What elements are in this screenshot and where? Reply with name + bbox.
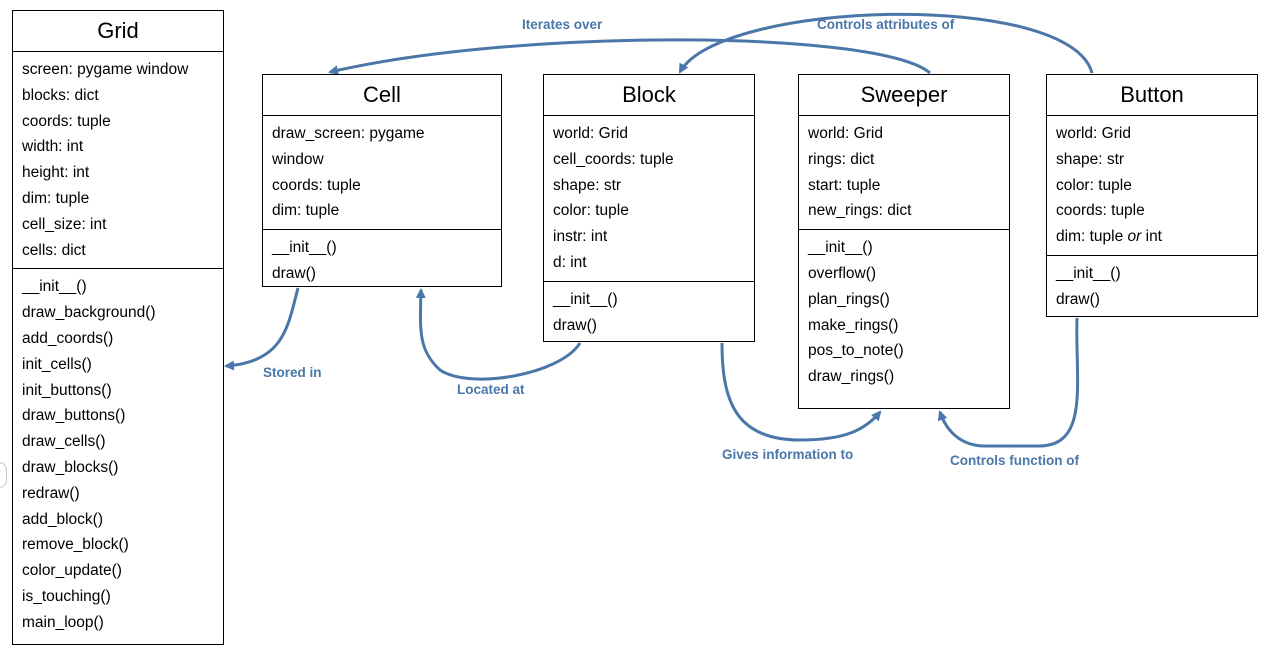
method: draw_blocks() [22,458,119,476]
attribute: world: Grid [1056,125,1131,142]
attribute: dim: tuple [272,202,340,220]
method: __init__() [272,239,337,257]
method: __init__() [22,278,87,296]
method: __init__() [1056,264,1121,282]
method: main_loop() [22,613,104,631]
method: redraw() [22,484,80,502]
methods-section: __init__() draw() [263,229,501,292]
arrow-located-at [415,288,582,381]
class-title: Grid [13,11,223,52]
attribute: color: tuple [553,202,629,220]
attributes-section: world: Grid shape: str color: tuple coor… [1047,116,1257,255]
methods-section: __init__() draw() [1047,254,1257,318]
arrow-controls-function-of [937,317,1080,448]
method: __init__() [553,290,618,308]
attribute: new_rings: dict [808,202,912,220]
class-title: Block [544,75,754,116]
method: __init__() [808,239,873,257]
attribute: cell_size: int [22,215,107,233]
method: is_touching() [22,587,111,605]
method: init_cells() [22,355,92,373]
attribute: draw_screen: pygame [272,125,425,142]
method: draw_cells() [22,433,106,451]
attribute: height: int [22,164,90,182]
method: draw() [553,316,597,334]
method: add_block() [22,510,103,528]
label-stored-in: Stored in [263,365,322,380]
class-title: Button [1047,75,1257,116]
arrow-stored-in [224,287,300,371]
attribute: world: Grid [808,125,883,142]
method: draw_buttons() [22,407,126,425]
class-button: Button world: Grid shape: str color: tup… [1046,74,1258,317]
method: make_rings() [808,316,899,334]
attribute: dim: tuple [22,189,90,207]
attribute: world: Grid [553,125,628,142]
label-controls-attributes-of: Controls attributes of [817,17,955,32]
methods-section: __init__() overflow() plan_rings() make_… [799,229,1009,395]
attribute-dim: dim: tuple or int [1056,224,1257,250]
label-gives-information-to: Gives information to [722,447,854,462]
class-block: Block world: Grid cell_coords: tuple sha… [543,74,755,342]
arrow-controls-attributes-of [678,12,1094,74]
method: draw() [1056,290,1100,308]
attribute: color: tuple [1056,176,1132,194]
attribute: screen: pygame window [22,61,189,78]
label-located-at: Located at [457,382,525,397]
attribute: coords: tuple [272,176,361,194]
method: color_update() [22,562,122,580]
attribute: window [272,150,324,168]
method: draw() [272,264,316,282]
attributes-section: world: Grid cell_coords: tuple shape: st… [544,116,754,281]
attribute: cell_coords: tuple [553,150,674,168]
attributes-section: world: Grid rings: dict start: tuple new… [799,116,1009,229]
label-iterates-over: Iterates over [522,17,603,32]
dim-suffix: int [1141,228,1162,246]
class-cell: Cell draw_screen: pygame window coords: … [262,74,502,287]
label-controls-function-of: Controls function of [950,453,1079,468]
method: draw_background() [22,304,156,322]
arrow-iterates-over [328,38,931,76]
class-grid: Grid screen: pygame window blocks: dict … [12,10,224,645]
attribute: shape: str [553,176,622,194]
attribute: start: tuple [808,176,881,194]
class-title: Cell [263,75,501,116]
methods-section: __init__() draw_background() add_coords(… [13,268,223,640]
arrow-gives-information-to [720,342,882,442]
class-title: Sweeper [799,75,1009,116]
attribute: d: int [553,253,587,271]
method: pos_to_note() [808,342,904,360]
attribute: width: int [22,138,84,156]
attribute: coords: tuple [22,112,111,130]
attribute: blocks: dict [22,86,99,104]
method: draw_rings() [808,368,895,386]
dim-prefix: dim: tuple [1056,228,1128,246]
class-sweeper: Sweeper world: Grid rings: dict start: t… [798,74,1010,409]
attribute: shape: str [1056,150,1125,168]
method: overflow() [808,264,877,282]
attribute: cells: dict [22,241,86,259]
method: init_buttons() [22,381,112,399]
method: plan_rings() [808,290,890,308]
attribute: coords: tuple [1056,202,1145,220]
dim-or: or [1127,228,1142,246]
attributes-section: draw_screen: pygame window coords: tuple… [263,116,501,229]
attribute: rings: dict [808,150,875,168]
attributes-section: screen: pygame window blocks: dict coord… [13,52,223,268]
method: remove_block() [22,536,129,554]
attribute: instr: int [553,228,608,246]
methods-section: __init__() draw() [544,280,754,344]
method: add_coords() [22,329,114,347]
